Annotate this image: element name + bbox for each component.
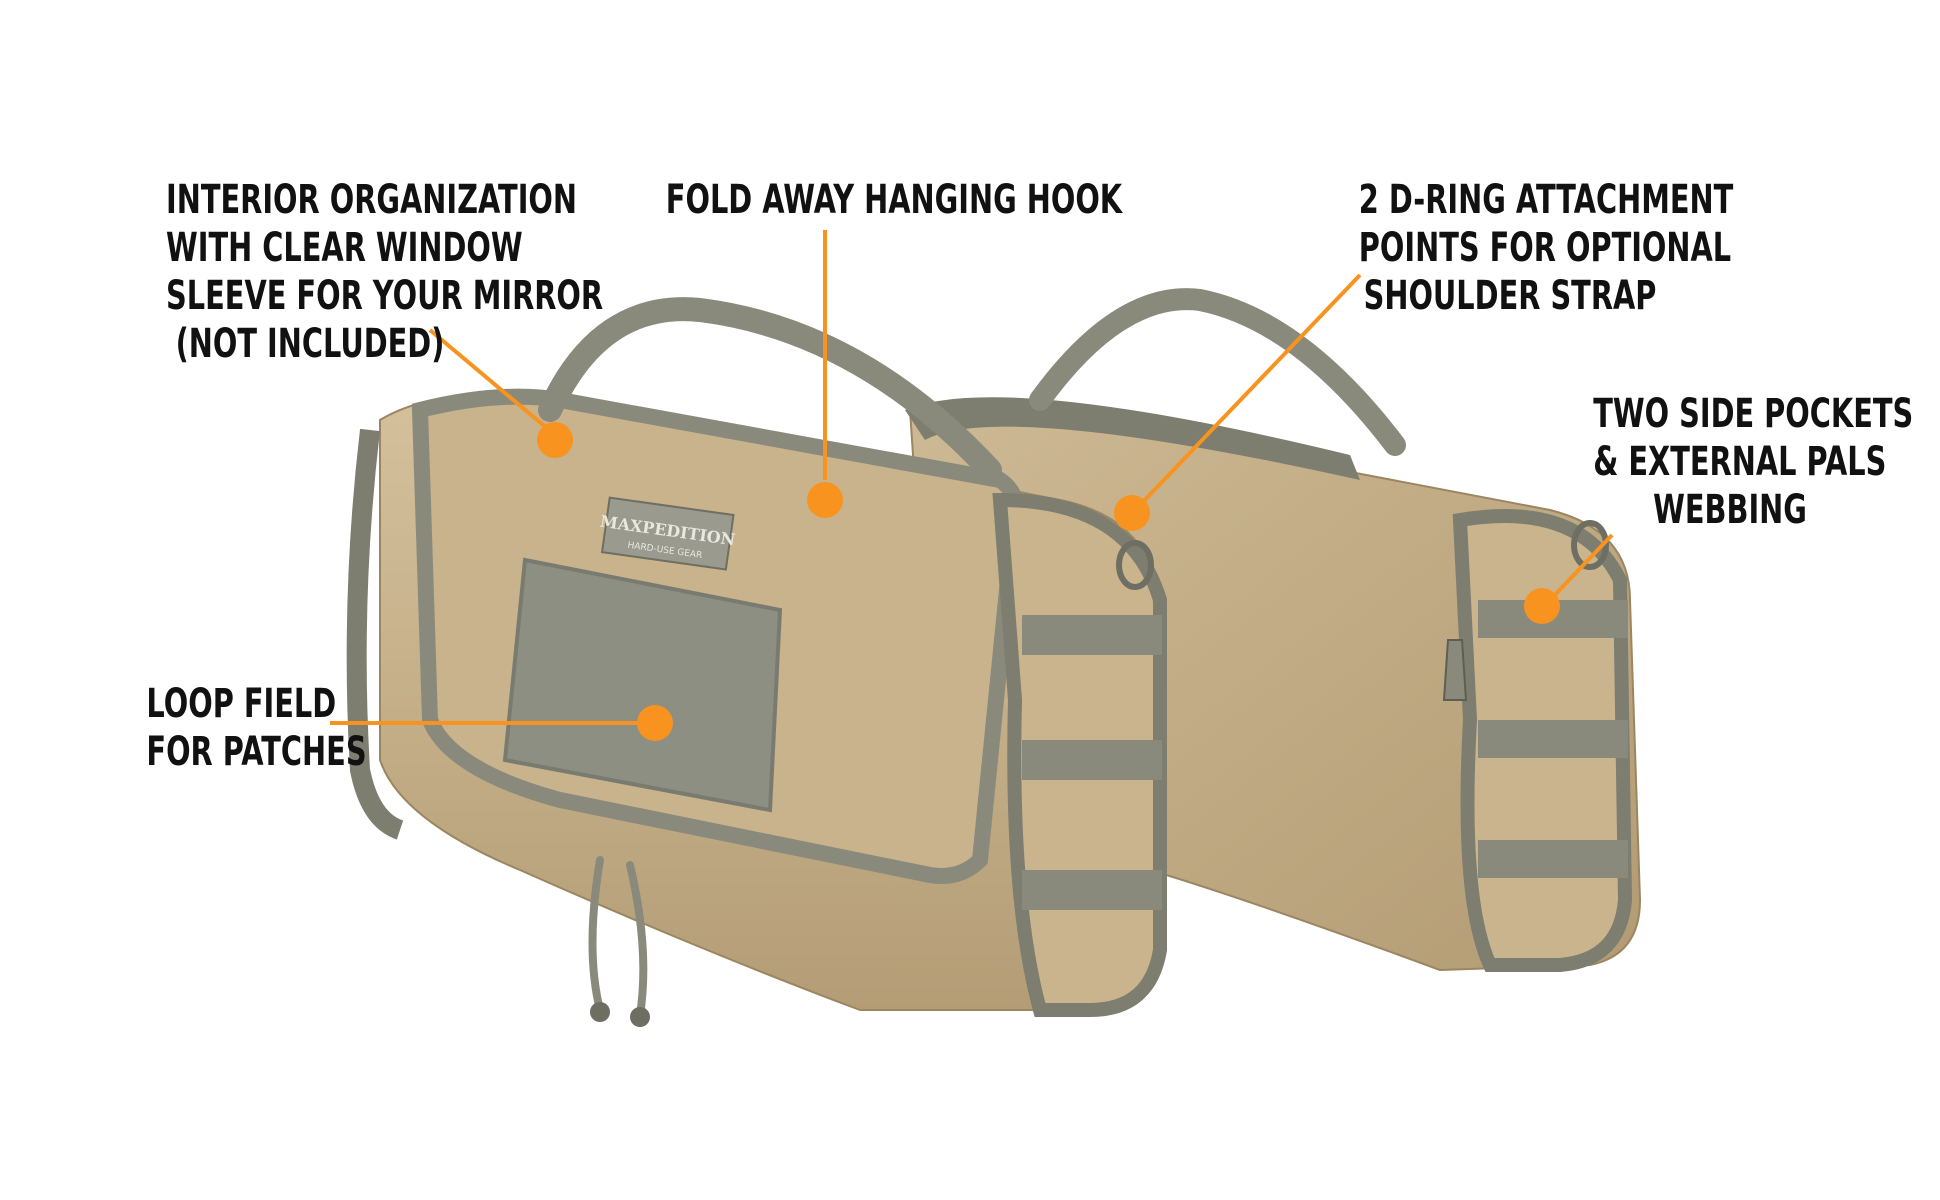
callout-markers	[330, 230, 1614, 741]
callout-d-ring-attachment: 2 D-RING ATTACHMENT POINTS FOR OPTIONAL …	[1358, 176, 1734, 320]
rear-zipper-pull	[1442, 639, 1468, 701]
rear-pals-strap-2	[1478, 720, 1628, 758]
callout-line: & EXTERNAL PALS	[1593, 439, 1887, 485]
callout-line: WITH CLEAR WINDOW	[166, 225, 523, 271]
front-bag	[346, 297, 1167, 1027]
callout-side-pockets: TWO SIDE POCKETS & EXTERNAL PALS WEBBING	[1593, 390, 1914, 534]
cord-end-left	[590, 1002, 610, 1022]
callout-loop-field: LOOP FIELD FOR PATCHES	[146, 680, 367, 776]
marker-dot-loop	[637, 705, 673, 741]
callout-line: WEBBING	[1653, 487, 1807, 533]
loop-field	[502, 557, 783, 813]
callout-line: POINTS FOR OPTIONAL	[1358, 225, 1732, 271]
drawcord	[588, 856, 648, 1019]
leader-line-interior	[428, 328, 557, 437]
marker-dot-side	[1524, 588, 1560, 624]
callout-line: FOLD AWAY HANGING HOOK	[665, 177, 1123, 223]
callout-hanging-hook: FOLD AWAY HANGING HOOK	[665, 176, 1123, 224]
callout-line: FOR PATCHES	[146, 729, 367, 775]
front-d-ring	[1116, 540, 1154, 590]
marker-dot-dring	[1114, 495, 1150, 531]
cord-end-right	[630, 1007, 650, 1027]
callout-line: LOOP FIELD	[146, 681, 337, 727]
front-bag-left-trim	[346, 428, 404, 840]
marker-dot-hook	[807, 482, 843, 518]
rear-pals-strap-3	[1478, 840, 1628, 878]
callout-line: 2 D-RING ATTACHMENT	[1358, 177, 1734, 223]
brand-logo-patch	[600, 496, 735, 571]
front-pals-strap-2	[1022, 740, 1162, 780]
callout-line: TWO SIDE POCKETS	[1593, 391, 1914, 437]
front-pals-strap-1	[1022, 615, 1162, 655]
callout-interior-organization: INTERIOR ORGANIZATION WITH CLEAR WINDOW …	[166, 176, 604, 368]
front-pals-strap-3	[1022, 870, 1162, 910]
callout-line: SLEEVE FOR YOUR MIRROR	[166, 273, 604, 319]
rear-bag-handle	[1029, 288, 1406, 456]
callout-line: (NOT INCLUDED)	[175, 321, 445, 367]
front-bag-handle	[538, 297, 1002, 482]
rear-bag-top-trim	[905, 397, 1360, 480]
marker-dot-interior	[537, 422, 573, 458]
leader-line-side	[1548, 533, 1614, 602]
callout-line: SHOULDER STRAP	[1363, 273, 1657, 319]
leader-line-dring	[1138, 273, 1362, 507]
callout-line: INTERIOR ORGANIZATION	[166, 177, 578, 223]
rear-d-ring	[1571, 520, 1609, 570]
